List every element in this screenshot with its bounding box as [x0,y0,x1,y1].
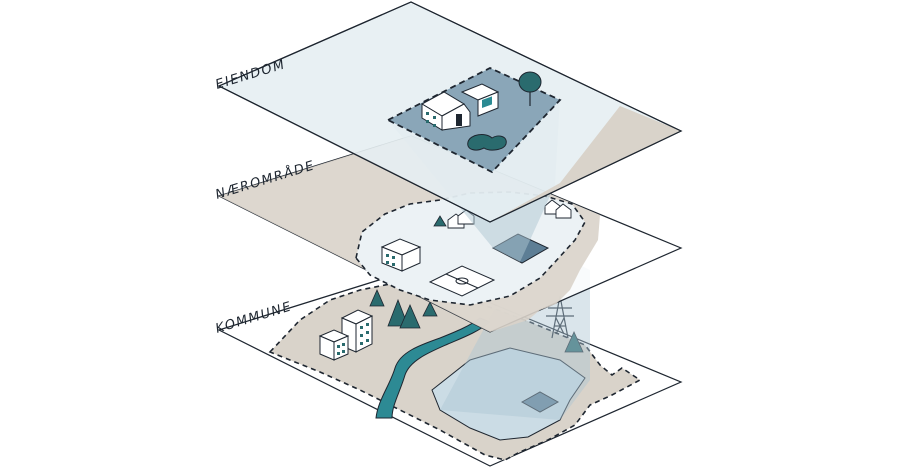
football-field-icon [428,265,496,297]
eiendom-land [490,106,681,222]
garden-bush-icon [467,134,507,151]
tree-icon [518,71,542,106]
building-icon [318,329,350,361]
layer-eiendom: EIENDOM [214,1,683,223]
property-plot [386,67,562,174]
tree-icon [564,331,584,353]
tree-icon [433,215,447,227]
tree-icon [369,289,438,329]
garage-icon [460,83,500,117]
layer-kommune: KOMMUNE [214,269,683,467]
kommune-target-plot [520,391,560,413]
house-icon [420,91,471,131]
building-icon [380,238,422,272]
lake-icon [431,347,586,441]
